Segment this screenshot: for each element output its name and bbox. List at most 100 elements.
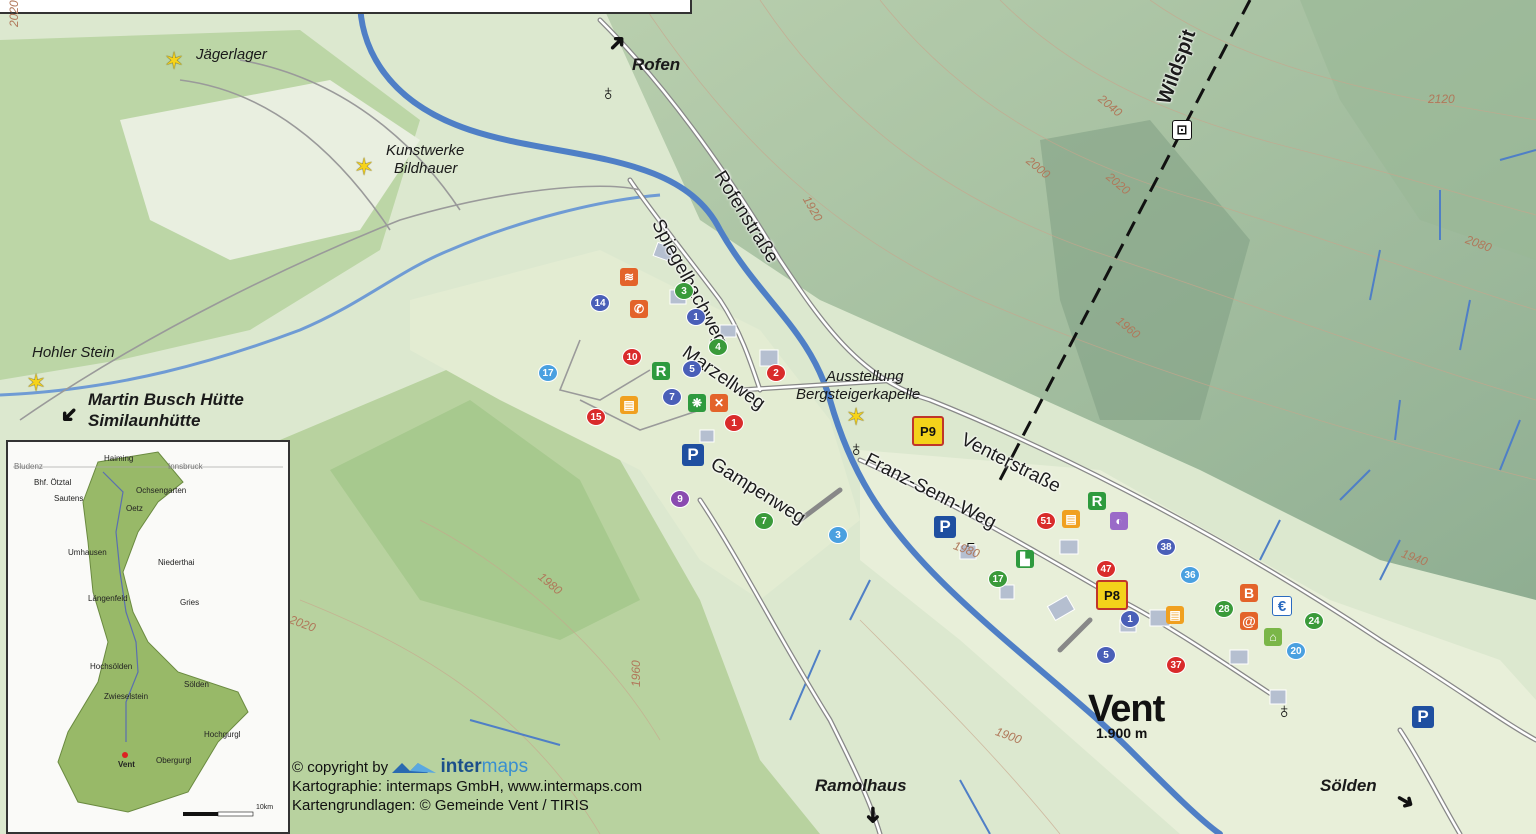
place-title: Vent <box>1088 688 1165 730</box>
bus-stop-icon[interactable]: ▤ <box>1062 510 1080 528</box>
inset-vent-marker <box>122 752 128 758</box>
house-number[interactable]: 3 <box>828 526 848 544</box>
parking-p8[interactable]: P8 <box>1096 580 1128 610</box>
brand-part-b: maps <box>481 756 529 777</box>
attraction-star-icon[interactable]: ✶ <box>846 404 867 431</box>
bakery-icon[interactable]: B <box>1240 584 1258 602</box>
parking-icon[interactable]: P <box>1412 706 1434 728</box>
poi-bergsteigerkapelle[interactable]: Bergsteigerkapelle <box>796 386 921 403</box>
wc-icon[interactable]: ▙ <box>1016 550 1034 568</box>
inset-valley-shape <box>13 451 283 817</box>
trail-marker-icon: ⌐ <box>966 535 976 551</box>
house-number[interactable]: 2 <box>766 364 786 382</box>
poi-hohler-stein[interactable]: Hohler Stein <box>32 344 115 361</box>
inset-town: Innsbruck <box>168 462 203 471</box>
house-number[interactable]: 14 <box>590 294 610 312</box>
internet-icon[interactable]: @ <box>1240 612 1258 630</box>
house-number[interactable]: 10 <box>622 348 642 366</box>
house-number[interactable]: 15 <box>586 408 606 426</box>
house-number[interactable]: 51 <box>1036 512 1056 530</box>
parking-icon[interactable]: P <box>934 516 956 538</box>
attraction-star-icon[interactable]: ✶ <box>26 370 47 397</box>
inset-town: Längenfeld <box>88 594 128 603</box>
direction-martin-busch[interactable]: Martin Busch Hütte <box>88 390 244 409</box>
inset-town: Oetz <box>126 504 143 513</box>
ski-school-icon[interactable]: ≋ <box>620 268 638 286</box>
church-icon[interactable]: ♁ <box>1276 698 1293 723</box>
inset-town: Zwieselstein <box>104 692 149 701</box>
contour-label: 2020 <box>7 0 21 27</box>
phone-icon[interactable]: ✆ <box>630 300 648 318</box>
contour-label: 2120 <box>1428 92 1455 106</box>
copyright-line: © copyright by intermaps <box>292 757 642 777</box>
poi-ausstellung[interactable]: Ausstellung <box>826 368 904 385</box>
inset-town: Obergurgl <box>156 756 192 765</box>
house-number[interactable]: 5 <box>1096 646 1116 664</box>
inset-town: Bludenz <box>14 462 43 471</box>
house-number[interactable]: 37 <box>1166 656 1186 674</box>
house-number[interactable]: 36 <box>1180 566 1200 584</box>
house-number[interactable]: 7 <box>754 512 774 530</box>
restaurant-icon[interactable]: R <box>1088 492 1106 510</box>
contour-label: 1960 <box>629 660 643 687</box>
house-number[interactable]: 9 <box>670 490 690 508</box>
inset-town: Hochsölden <box>90 662 133 671</box>
arrow-down-icon: ➜ <box>861 805 887 825</box>
church-icon[interactable]: ♁ <box>848 436 865 461</box>
copyright-text: © copyright by <box>292 759 389 776</box>
intermaps-brand[interactable]: intermaps <box>440 756 528 777</box>
attraction-star-icon[interactable]: ✶ <box>354 154 375 181</box>
house-number[interactable]: 3 <box>674 282 694 300</box>
parking-p9[interactable]: P9 <box>912 416 944 446</box>
credits-cartography: Kartographie: intermaps GmbH, www.interm… <box>292 778 643 795</box>
brand-part-a: inter <box>440 756 482 777</box>
legend-box-edge <box>0 0 692 14</box>
atm-icon[interactable]: € <box>1272 596 1292 616</box>
house-number[interactable]: 24 <box>1304 612 1324 630</box>
inset-town: Gries <box>180 598 200 607</box>
inset-scale-label: 10km <box>256 804 274 811</box>
direction-similaun[interactable]: Similaunhütte <box>88 411 201 430</box>
house-number[interactable]: 7 <box>662 388 682 406</box>
bus-stop-icon[interactable]: ▤ <box>620 396 638 414</box>
inset-town: Hochgurgl <box>204 730 241 739</box>
restaurant-icon[interactable]: R <box>652 362 670 380</box>
church-icon[interactable]: ♁ <box>600 80 617 105</box>
house-number[interactable]: 5 <box>682 360 702 378</box>
playground-icon[interactable]: ⌂ <box>1264 628 1282 646</box>
inset-town: Umhausen <box>68 548 107 557</box>
inset-town: Bhf. Ötztal <box>34 478 72 487</box>
house-number[interactable]: 4 <box>708 338 728 356</box>
house-number[interactable]: 1 <box>1120 610 1140 628</box>
direction-ramolhaus[interactable]: Ramolhaus <box>815 776 907 795</box>
cable-car-icon[interactable]: ⊡ <box>1172 120 1192 140</box>
poi-bildhauer[interactable]: Bildhauer <box>394 160 458 177</box>
inset-town-vent: Vent <box>118 760 135 769</box>
direction-rofen[interactable]: Rofen <box>632 55 681 74</box>
direction-soelden[interactable]: Sölden <box>1320 776 1377 795</box>
attraction-star-icon[interactable]: ✶ <box>164 48 185 75</box>
bus-stop-icon[interactable]: ▤ <box>1166 606 1184 624</box>
nature-icon[interactable]: ❋ <box>688 394 706 412</box>
house-number[interactable]: 47 <box>1096 560 1116 578</box>
activity-icon[interactable]: ✕ <box>710 394 728 412</box>
inset-town: Sautens <box>54 494 84 503</box>
inset-town: Haiming <box>104 454 134 463</box>
inset-town: Niederthai <box>158 558 195 567</box>
house-number[interactable]: 38 <box>1156 538 1176 556</box>
house-number[interactable]: 28 <box>1214 600 1234 618</box>
inset-town: Ochsengarten <box>136 486 187 495</box>
house-number[interactable]: 1 <box>686 308 706 326</box>
info-icon[interactable]: ◐ <box>1110 512 1128 530</box>
house-number[interactable]: 17 <box>988 570 1008 588</box>
house-number[interactable]: 17 <box>538 364 558 382</box>
house-number[interactable]: 20 <box>1286 642 1306 660</box>
overview-inset-map[interactable]: Haiming Bludenz Innsbruck Bhf. Ötztal Oc… <box>6 440 290 834</box>
parking-icon[interactable]: P <box>682 444 704 466</box>
poi-jaegerlager[interactable]: Jägerlager <box>196 46 267 63</box>
poi-kunstwerke[interactable]: Kunstwerke <box>386 142 465 159</box>
map-credits: © copyright by intermaps Kartographie: i… <box>292 757 642 815</box>
house-number[interactable]: 1 <box>724 414 744 432</box>
